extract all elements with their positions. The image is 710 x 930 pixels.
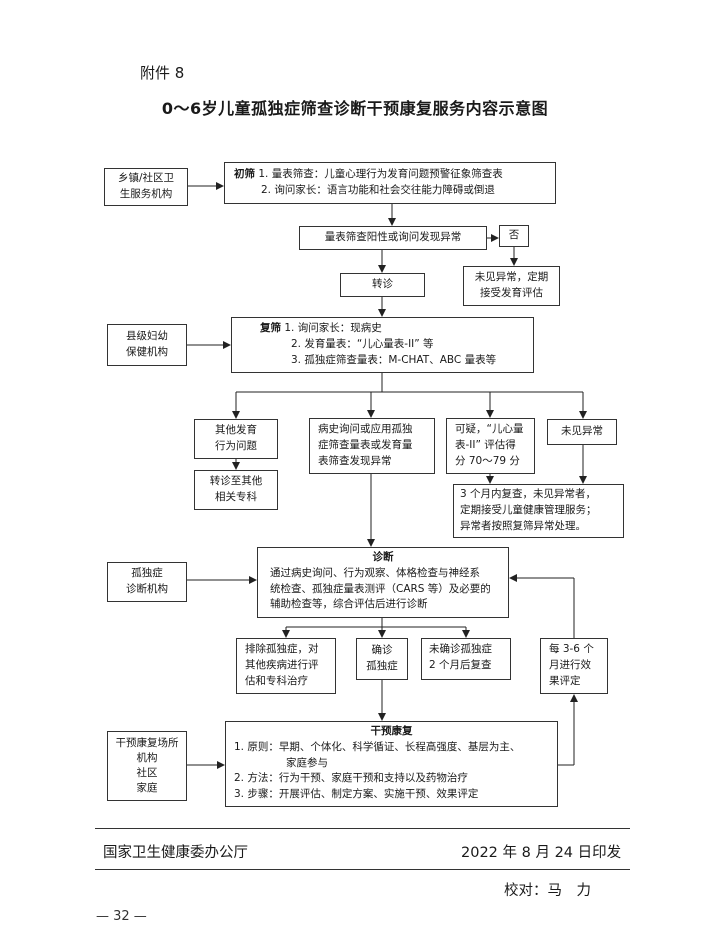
referral-box: 转诊 [340,273,425,297]
org-county-line: 县级妇幼 [126,330,168,343]
recheck-3-months-line: 异常者按照复筛异常处理。 [460,519,586,532]
exclude-autism-line: 排除孤独症，对 [245,643,319,655]
effect-evaluation-box: 每 3-6 个 月进行效 果评定 [540,638,608,694]
positive-finding-box: 量表筛查阳性或询问发现异常 [299,226,487,250]
suspect-score-line: 分 70～79 分 [455,454,520,467]
exclude-autism-line: 估和专科治疗 [245,674,308,687]
recheck-3-months-box: 3 个月内复查，未见异常者， 定期接受儿童健康管理服务； 异常者按照复筛异常处理… [453,484,624,538]
rescreen-item: 3. 孤独症筛查量表：M-CHAT、ABC 量表等 [291,353,497,366]
transfer-other-specialty-line: 转诊至其他 [209,475,263,488]
history-abnormal-line: 症筛查量表或发育量 [318,438,413,451]
org-rehab-box: 干预康复场所 机构 社区 家庭 [107,731,187,801]
rescreen-item: 1. 询问家长：现病史 [284,322,382,334]
other-dev-issue-line: 行为问题 [215,440,257,452]
footer-rule-top [95,828,630,829]
history-abnormal-line: 表筛查发现异常 [318,454,392,467]
page-title: 0～6岁儿童孤独症筛查诊断干预康复服务内容示意图 [161,99,549,118]
not-confirmed-line: 未确诊孤独症 [429,643,492,655]
effect-evaluation-line: 每 3-6 个 [549,643,594,655]
not-confirmed-line: 2 个月后复查 [429,658,492,671]
transfer-other-specialty-line: 相关专科 [215,491,257,503]
confirmed-autism-line: 确诊 [371,644,393,657]
no-box: 否 [499,225,529,247]
org-rehab-line: 社区 [136,767,158,779]
org-township-line: 乡镇/社区卫 [117,172,175,185]
org-county-line: 保健机构 [126,346,168,358]
referral-text: 转诊 [372,278,393,291]
proofreader: 校对：马 力 [504,883,591,899]
org-autism-diagnosis-line: 孤独症 [131,567,163,580]
other-dev-issue-line: 其他发育 [215,424,257,437]
diagnosis-label: 诊断 [372,551,394,563]
positive-finding-text: 量表筛查阳性或询问发现异常 [324,231,462,244]
effect-evaluation-line: 月进行效 [549,658,591,671]
org-county-box: 县级妇幼 保健机构 [107,324,187,366]
intervention-box: 干预康复 1. 原则：早期、个体化、科学循证、长程高强度、基层为主、 家庭参与 … [225,721,558,807]
diagnosis-line: 辅助检查等，综合评估后进行诊断 [270,598,428,611]
no-abnormal-periodic-line: 未见异常，定期 [474,271,549,284]
history-abnormal-box: 病史询问或应用孤独 症筛查量表或发育量 表筛查发现异常 [309,418,435,474]
effect-evaluation-line: 果评定 [549,674,581,687]
org-autism-diagnosis-box: 孤独症 诊断机构 [107,562,187,602]
annex-label: 附件 8 [140,64,185,82]
issuer: 国家卫生健康委办公厅 [103,845,248,861]
intervention-line: 家庭参与 [286,756,328,769]
confirmed-autism-box: 确诊 孤独症 [356,638,408,680]
org-rehab-line: 机构 [136,751,158,764]
suspect-score-line: 表-II” 评估得 [455,438,516,451]
intervention-line: 3. 步骤：开展评估、制定方案、实施干预、效果评定 [234,788,479,800]
suspect-score-line: 可疑，“儿心量 [455,423,524,435]
initial-screening-item: 2. 询问家长：语言功能和社会交往能力障碍或倒退 [261,183,495,196]
org-township-box: 乡镇/社区卫 生服务机构 [104,168,188,206]
history-abnormal-line: 病史询问或应用孤独 [318,423,413,435]
no-abnormal-periodic-box: 未见异常，定期 接受发育评估 [463,266,560,306]
initial-screening-item: 1. 量表筛查：儿童心理行为发育问题预警征象筛查表 [258,168,503,180]
org-autism-diagnosis-line: 诊断机构 [126,583,168,595]
no-text: 否 [508,229,520,242]
transfer-other-specialty-box: 转诊至其他 相关专科 [194,470,278,510]
org-rehab-line: 家庭 [136,782,158,795]
initial-screening-box: 初筛 1. 量表筛查：儿童心理行为发育问题预警征象筛查表 2. 询问家长：语言功… [224,162,556,204]
no-abnormal-box: 未见异常 [547,419,617,445]
no-abnormal-periodic-line: 接受发育评估 [480,287,543,299]
intervention-label: 干预康复 [370,725,413,737]
intervention-line: 1. 原则：早期、个体化、科学循证、长程高强度、基层为主、 [234,740,521,753]
exclude-autism-box: 排除孤独症，对 其他疾病进行评 估和专科治疗 [236,638,336,694]
intervention-line: 2. 方法：行为干预、家庭干预和支持以及药物治疗 [234,772,468,785]
rescreen-label: 复筛 [260,322,281,334]
diagnosis-box: 诊断 通过病史询问、行为观察、体格检查与神经系 统检查、孤独症量表测评（CARS… [257,547,509,618]
diagnosis-line: 统检查、孤独症量表测评（CARS 等）及必要的 [270,582,491,595]
diagnosis-line: 通过病史询问、行为观察、体格检查与神经系 [270,566,480,579]
confirmed-autism-line: 孤独症 [366,660,398,672]
no-abnormal-text: 未见异常 [561,425,603,438]
org-rehab-line: 干预康复场所 [115,736,179,749]
footer-rule-bottom [95,869,630,870]
rescreen-box: 复筛 1. 询问家长：现病史 2. 发育量表：“儿心量表-II” 等 3. 孤独… [231,317,534,373]
exclude-autism-line: 其他疾病进行评 [245,658,319,671]
suspect-score-box: 可疑，“儿心量 表-II” 评估得 分 70～79 分 [446,418,535,474]
rescreen-item: 2. 发育量表：“儿心量表-II” 等 [291,337,434,350]
org-township-line: 生服务机构 [119,188,173,200]
other-dev-issue-box: 其他发育 行为问题 [194,419,278,459]
recheck-3-months-line: 3 个月内复查，未见异常者， [460,488,597,500]
initial-screening-label: 初筛 [234,168,255,180]
page-number: — 32 — [96,909,147,924]
not-confirmed-box: 未确诊孤独症 2 个月后复查 [421,638,511,680]
issue-date: 2022 年 8 月 24 日印发 [461,845,622,861]
recheck-3-months-line: 定期接受儿童健康管理服务； [460,503,597,516]
